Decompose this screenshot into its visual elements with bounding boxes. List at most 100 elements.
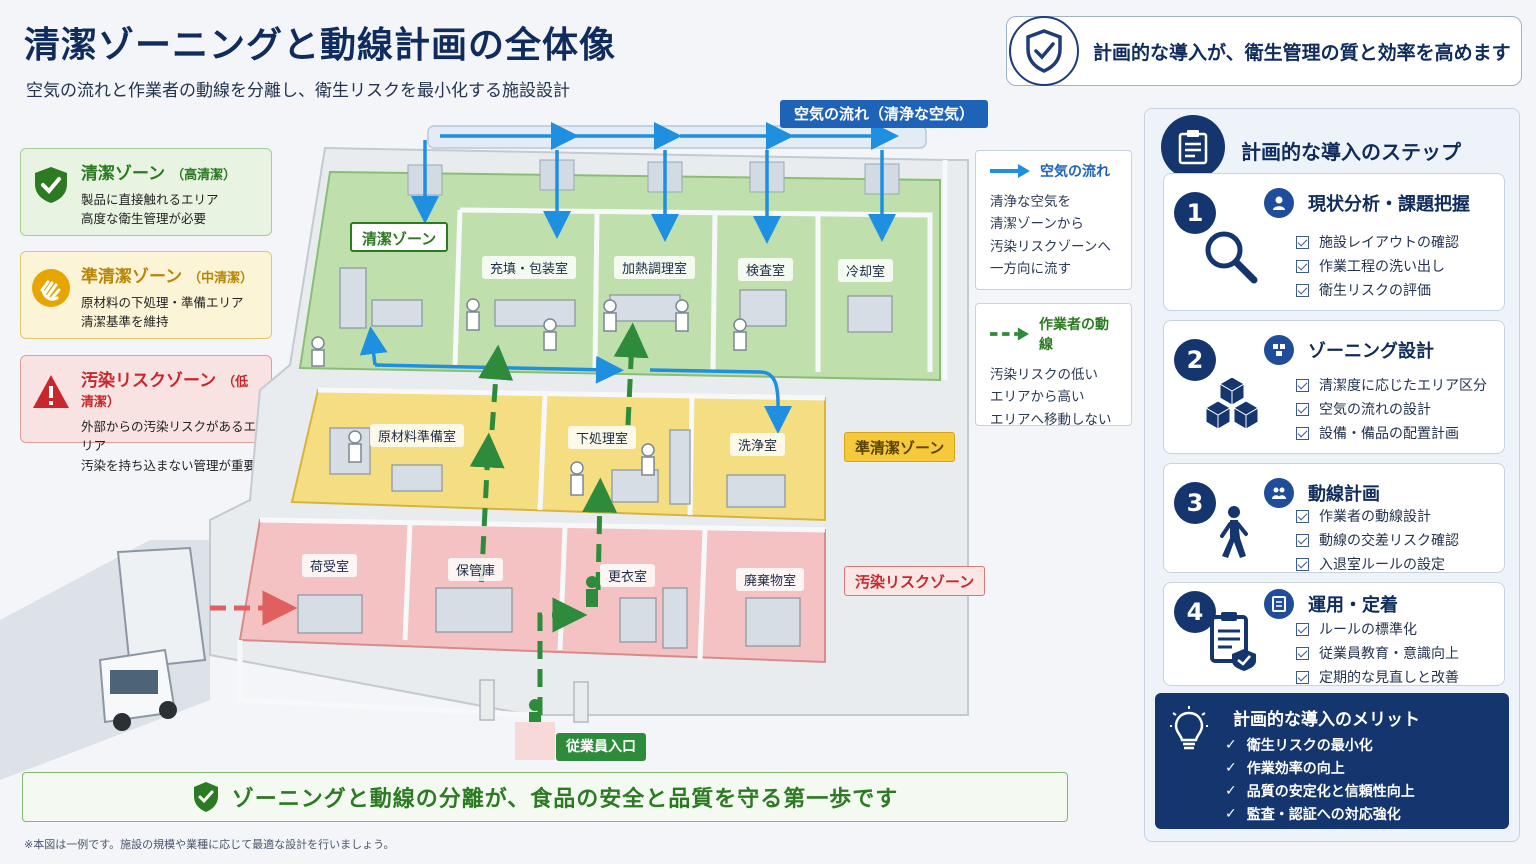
checkbox-icon [1296, 646, 1309, 660]
step-name: 現状分析・課題把握 [1308, 194, 1470, 215]
people-icon [1264, 478, 1294, 508]
room-label-raw-prep: 原材料準備室 [370, 424, 465, 447]
list-item: 衛生リスクの評価 [1296, 278, 1459, 302]
top-banner: 計画的な導入が、衛生管理の質と効率を高めます [1006, 16, 1522, 86]
list-item: 作業者の動線設計 [1296, 504, 1459, 528]
semi-zone-tag: 準清潔ゾーン [844, 432, 956, 462]
checkbox-icon [1296, 259, 1309, 273]
list-item: 監査・認証への対応強化 [1225, 802, 1415, 825]
hand-icon [32, 269, 70, 307]
step-name: ゾーニング設計 [1308, 341, 1434, 362]
top-banner-text: 計画的な導入が、衛生管理の質と効率を高めます [1093, 41, 1511, 64]
step-card-4: 4 運用・定着 ルールの標準化 従業員教育・意識向上 定期的な見直しと改善 [1163, 582, 1505, 686]
list-item: 従業員教育・意識向上 [1296, 641, 1459, 665]
list-item: 定期的な見直しと改善 [1296, 665, 1459, 689]
zone-name: 清潔ゾーン（高清潔） [81, 164, 237, 184]
step-name: 動線計画 [1308, 484, 1380, 505]
checkbox-icon [1296, 283, 1309, 297]
room-label-storage: 保管庫 [448, 558, 504, 581]
bottom-banner: ゾーニングと動線の分離が、食品の安全と品質を守る第一歩です [22, 772, 1068, 822]
shield-check-icon [35, 167, 67, 203]
step-card-2: 2 ゾーニング設計 清潔度に応じたエリア区分 空気の流れの設計 設備・備品の配置… [1163, 320, 1505, 454]
list-item: 衛生リスクの最小化 [1225, 733, 1415, 756]
green-dash-arrow-icon [990, 327, 1029, 341]
list-item: ルールの標準化 [1296, 617, 1459, 641]
list-item: 空気の流れの設計 [1296, 397, 1487, 421]
room-label-heating: 加熱調理室 [614, 256, 696, 279]
cubes-icon [1205, 376, 1259, 430]
step-number: 3 [1174, 482, 1216, 524]
zone-desc: 外部からの汚染リスクがあるエリア汚染を持ち込まない管理が重要 [81, 419, 257, 473]
checkbox-icon [1296, 557, 1309, 571]
magnifier-icon [1205, 231, 1258, 284]
shield-check-icon [1009, 16, 1079, 86]
zone-name: 汚染リスクゾーン（低清潔） [81, 371, 249, 410]
zone-card-risk: 汚染リスクゾーン（低清潔） 外部からの汚染リスクがあるエリア汚染を持ち込まない管… [20, 355, 272, 473]
merit-box: 計画的な導入のメリット 衛生リスクの最小化 作業効率の向上 品質の安定化と信頼性… [1155, 693, 1509, 829]
merit-title: 計画的な導入のメリット [1233, 710, 1420, 730]
step-items: 施設レイアウトの確認 作業工程の洗い出し 衛生リスクの評価 [1296, 230, 1459, 302]
room-label-pre-process: 下処理室 [568, 426, 637, 449]
shield-check-icon [193, 782, 218, 812]
step-number: 2 [1174, 339, 1216, 381]
step-number: 1 [1174, 192, 1216, 234]
page-subtitle: 空気の流れと作業者の動線を分離し、衛生リスクを最小化する施設設計 [26, 81, 570, 101]
entry-tag: 従業員入口 [556, 733, 646, 761]
air-flow-legend: 空気の流れ 清浄な空気を清潔ゾーンから汚染リスクゾーンへ一方向に流す [975, 150, 1132, 290]
step-name: 運用・定着 [1308, 595, 1398, 616]
truck-icon [98, 546, 207, 731]
step-number: 4 [1174, 591, 1216, 633]
step-card-1: 1 現状分析・課題把握 施設レイアウトの確認 作業工程の洗い出し 衛生リスクの評… [1163, 173, 1505, 311]
person-search-icon [1264, 188, 1294, 218]
room-label-waste: 廃棄物室 [736, 568, 805, 591]
move-legend-title: 作業者の動線 [1039, 317, 1109, 353]
step-items: 作業者の動線設計 動線の交差リスク確認 入退室ルールの設定 [1296, 504, 1459, 576]
room-label-receiving: 荷受室 [302, 554, 358, 577]
checkbox-icon [1296, 622, 1309, 636]
zone-card-semi: 準清潔ゾーン（中清潔） 原材料の下処理・準備エリア清潔基準を維持 [20, 251, 272, 339]
room-label-washing: 洗浄室 [730, 433, 786, 456]
clipboard-icon [1161, 115, 1225, 179]
warning-icon [33, 375, 69, 408]
room-label-locker: 更衣室 [600, 564, 656, 587]
list-item: 清潔度に応じたエリア区分 [1296, 373, 1487, 397]
air-legend-desc: 清浄な空気を清潔ゾーンから汚染リスクゾーンへ一方向に流す [990, 194, 1111, 277]
bottom-banner-text: ゾーニングと動線の分離が、食品の安全と品質を守る第一歩です [231, 787, 899, 812]
checkbox-icon [1296, 533, 1309, 547]
footnote: ※本図は一例です。施設の規模や業種に応じて最適な設計を行いましょう。 [24, 838, 395, 851]
list-item: 作業効率の向上 [1225, 756, 1415, 779]
steps-panel: 計画的な導入のステップ 1 現状分析・課題把握 施設レイアウトの確認 作業工程の… [1144, 108, 1520, 842]
zone-desc: 製品に直接触れるエリア高度な衛生管理が必要 [81, 192, 219, 227]
page-title: 清潔ゾーニングと動線計画の全体像 [24, 25, 617, 66]
step-card-3: 3 動線計画 作業者の動線設計 動線の交差リスク確認 入退室ルールの設定 [1163, 463, 1505, 573]
checkbox-icon [1296, 378, 1309, 392]
risk-zone-area [238, 518, 826, 664]
air-legend-title: 空気の流れ [1040, 164, 1110, 180]
merit-items: 衛生リスクの最小化 作業効率の向上 品質の安定化と信頼性向上 監査・認証への対応… [1225, 733, 1415, 825]
zone-card-clean: 清潔ゾーン（高清潔） 製品に直接触れるエリア高度な衛生管理が必要 [20, 148, 272, 236]
document-icon [1264, 589, 1294, 619]
air-flow-tag: 空気の流れ（清浄な空気） [780, 100, 988, 128]
checkbox-icon [1296, 402, 1309, 416]
list-item: 入退室ルールの設定 [1296, 552, 1459, 576]
steps-title: 計画的な導入のステップ [1241, 139, 1461, 164]
room-label-inspection: 検査室 [738, 258, 794, 281]
step-items: ルールの標準化 従業員教育・意識向上 定期的な見直しと改善 [1296, 617, 1459, 689]
zone-name: 準清潔ゾーン（中清潔） [81, 267, 254, 287]
step-items: 清潔度に応じたエリア区分 空気の流れの設計 設備・備品の配置計画 [1296, 373, 1487, 445]
zone-desc: 原材料の下処理・準備エリア清潔基準を維持 [81, 295, 244, 330]
list-item: 作業工程の洗い出し [1296, 254, 1459, 278]
clean-zone-tag: 清潔ゾーン [350, 222, 449, 252]
steps-header: 計画的な導入のステップ [1161, 115, 1461, 179]
blue-arrow-icon [990, 164, 1030, 178]
checkbox-icon [1296, 235, 1309, 249]
clipboard-check-icon [1210, 612, 1256, 671]
list-item: 施設レイアウトの確認 [1296, 230, 1459, 254]
checkbox-icon [1296, 426, 1309, 440]
room-label-filling: 充填・包装室 [482, 256, 577, 279]
lightbulb-icon [1170, 706, 1208, 750]
list-item: 設備・備品の配置計画 [1296, 421, 1487, 445]
checkbox-icon [1296, 670, 1309, 684]
walking-person-icon [1220, 506, 1248, 558]
room-label-cooling: 冷却室 [838, 259, 894, 282]
